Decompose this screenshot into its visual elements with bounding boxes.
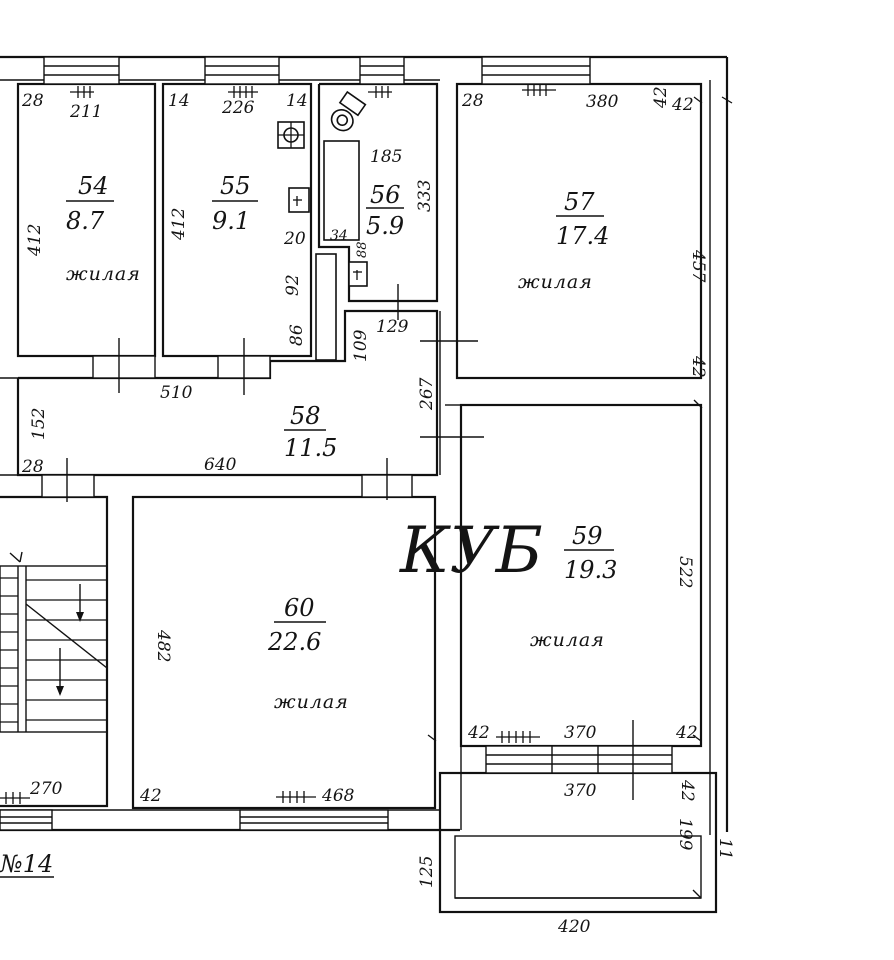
plan-label: №14 (0, 850, 53, 878)
dim-r57-height: 457 (688, 249, 708, 283)
dim-balcony-width: 420 (557, 917, 591, 937)
room-58-area: 11.5 (284, 434, 337, 462)
dim-r59-height: 522 (675, 556, 695, 588)
room-60-number: 60 (284, 594, 315, 622)
toilet (330, 90, 367, 132)
dim-balcony-right-a: 42 (677, 779, 697, 802)
room-58-labels: 58 11.5 (284, 402, 337, 462)
dim-r54-top-left: 28 (21, 91, 44, 111)
room-54-number: 54 (78, 172, 109, 200)
bathtub (323, 140, 360, 241)
dim-corridor-width: 129 (376, 317, 409, 337)
room-55-number: 55 (220, 172, 251, 200)
dim-r55-niche: 20 (283, 229, 306, 249)
dim-corridor-height: 109 (351, 329, 371, 362)
dimensions: 28 211 412 14 226 14 412 20 92 86 185 33… (21, 86, 735, 937)
dim-r55-top-right: 14 (286, 91, 308, 111)
dim-balcony-right-c: 11 (715, 838, 735, 860)
shaft (315, 253, 337, 361)
room-60-area: 22.6 (267, 628, 321, 656)
window-57 (481, 56, 591, 85)
staircase (0, 551, 108, 733)
room-60-outline (131, 495, 437, 810)
dim-r57-width: 380 (586, 92, 619, 112)
dim-r54-width: 211 (69, 102, 102, 122)
dim-r57-top-left: 28 (461, 91, 484, 111)
dim-r54-height: 412 (25, 224, 45, 257)
window-54 (43, 56, 120, 85)
dim-r59-width: 370 (564, 723, 597, 743)
dim-r58-left: 152 (29, 408, 49, 440)
room-59-number: 59 (572, 522, 603, 550)
dim-stair-width: 270 (29, 779, 63, 799)
room-55-labels: 55 9.1 (212, 172, 258, 235)
dim-r58-bottom-left: 28 (21, 457, 44, 477)
watermark: КУБ (399, 514, 543, 588)
room-57-number: 57 (564, 188, 595, 216)
dim-balcony-width-inner: 370 (564, 781, 597, 801)
room-57-type: жилая (518, 271, 593, 293)
room-58-outline (16, 309, 439, 477)
stair-outline (0, 495, 109, 808)
room-56-labels: 56 5.9 (366, 181, 404, 240)
dim-r56-small-a: 34 (330, 228, 348, 244)
room-59-type: жилая (530, 629, 605, 651)
room-55-area: 9.1 (212, 207, 250, 235)
room-54-type: жилая (66, 263, 141, 285)
window-stair (0, 809, 53, 831)
room-54-area: 8.7 (66, 207, 105, 235)
dim-r56-length: 185 (370, 147, 402, 167)
dim-r55-height: 412 (169, 208, 189, 241)
window-56 (359, 56, 405, 85)
room-57-area: 17.4 (556, 222, 609, 250)
room-56-number: 56 (370, 181, 401, 209)
dim-r55-width: 226 (221, 98, 255, 118)
window-55 (204, 56, 280, 85)
dim-r60-height: 482 (153, 629, 173, 662)
washbasin (348, 261, 368, 287)
dim-r57-top-right-a: 42 (651, 86, 671, 109)
dim-r60-width: 468 (321, 786, 355, 806)
dim-r58-width: 640 (204, 455, 237, 475)
dim-r55-side-a: 92 (283, 274, 303, 296)
dim-balcony-right-b: 199 (675, 818, 695, 851)
room-56-area: 5.9 (366, 212, 404, 240)
dim-corridor-span: 510 (160, 383, 193, 403)
room-60-type: жилая (274, 691, 349, 713)
dim-r55-top-left: 14 (168, 91, 190, 111)
dim-r56-height: 333 (415, 180, 435, 212)
windows (0, 56, 673, 831)
fixtures (277, 90, 368, 361)
room-58-number: 58 (290, 402, 321, 430)
room-56-outline (317, 82, 439, 303)
hatch-marks (0, 84, 733, 899)
dim-r57-top-right-b: 42 (671, 95, 694, 115)
room-54-labels: 54 8.7 жилая (66, 172, 141, 285)
doors (41, 284, 634, 800)
room-59-labels: 59 19.3 жилая (530, 522, 617, 651)
window-60 (239, 809, 389, 831)
room-60-labels: 60 22.6 жилая (267, 594, 349, 713)
window-59-balcony (485, 745, 673, 774)
room-57-labels: 57 17.4 жилая (518, 188, 609, 293)
room-59-area: 19.3 (564, 556, 617, 584)
dim-balcony-left: 125 (417, 856, 437, 888)
dim-r57-bottom-right: 42 (688, 355, 708, 378)
dim-r59-bottom-left: 42 (467, 723, 490, 743)
dim-r59-bottom-right: 42 (675, 723, 698, 743)
dim-r58-height: 267 (417, 377, 437, 411)
dim-r56-small-b: 88 (355, 241, 370, 258)
dim-r55-side-b: 86 (287, 324, 307, 346)
dim-r60-bottom-left: 42 (139, 786, 162, 806)
